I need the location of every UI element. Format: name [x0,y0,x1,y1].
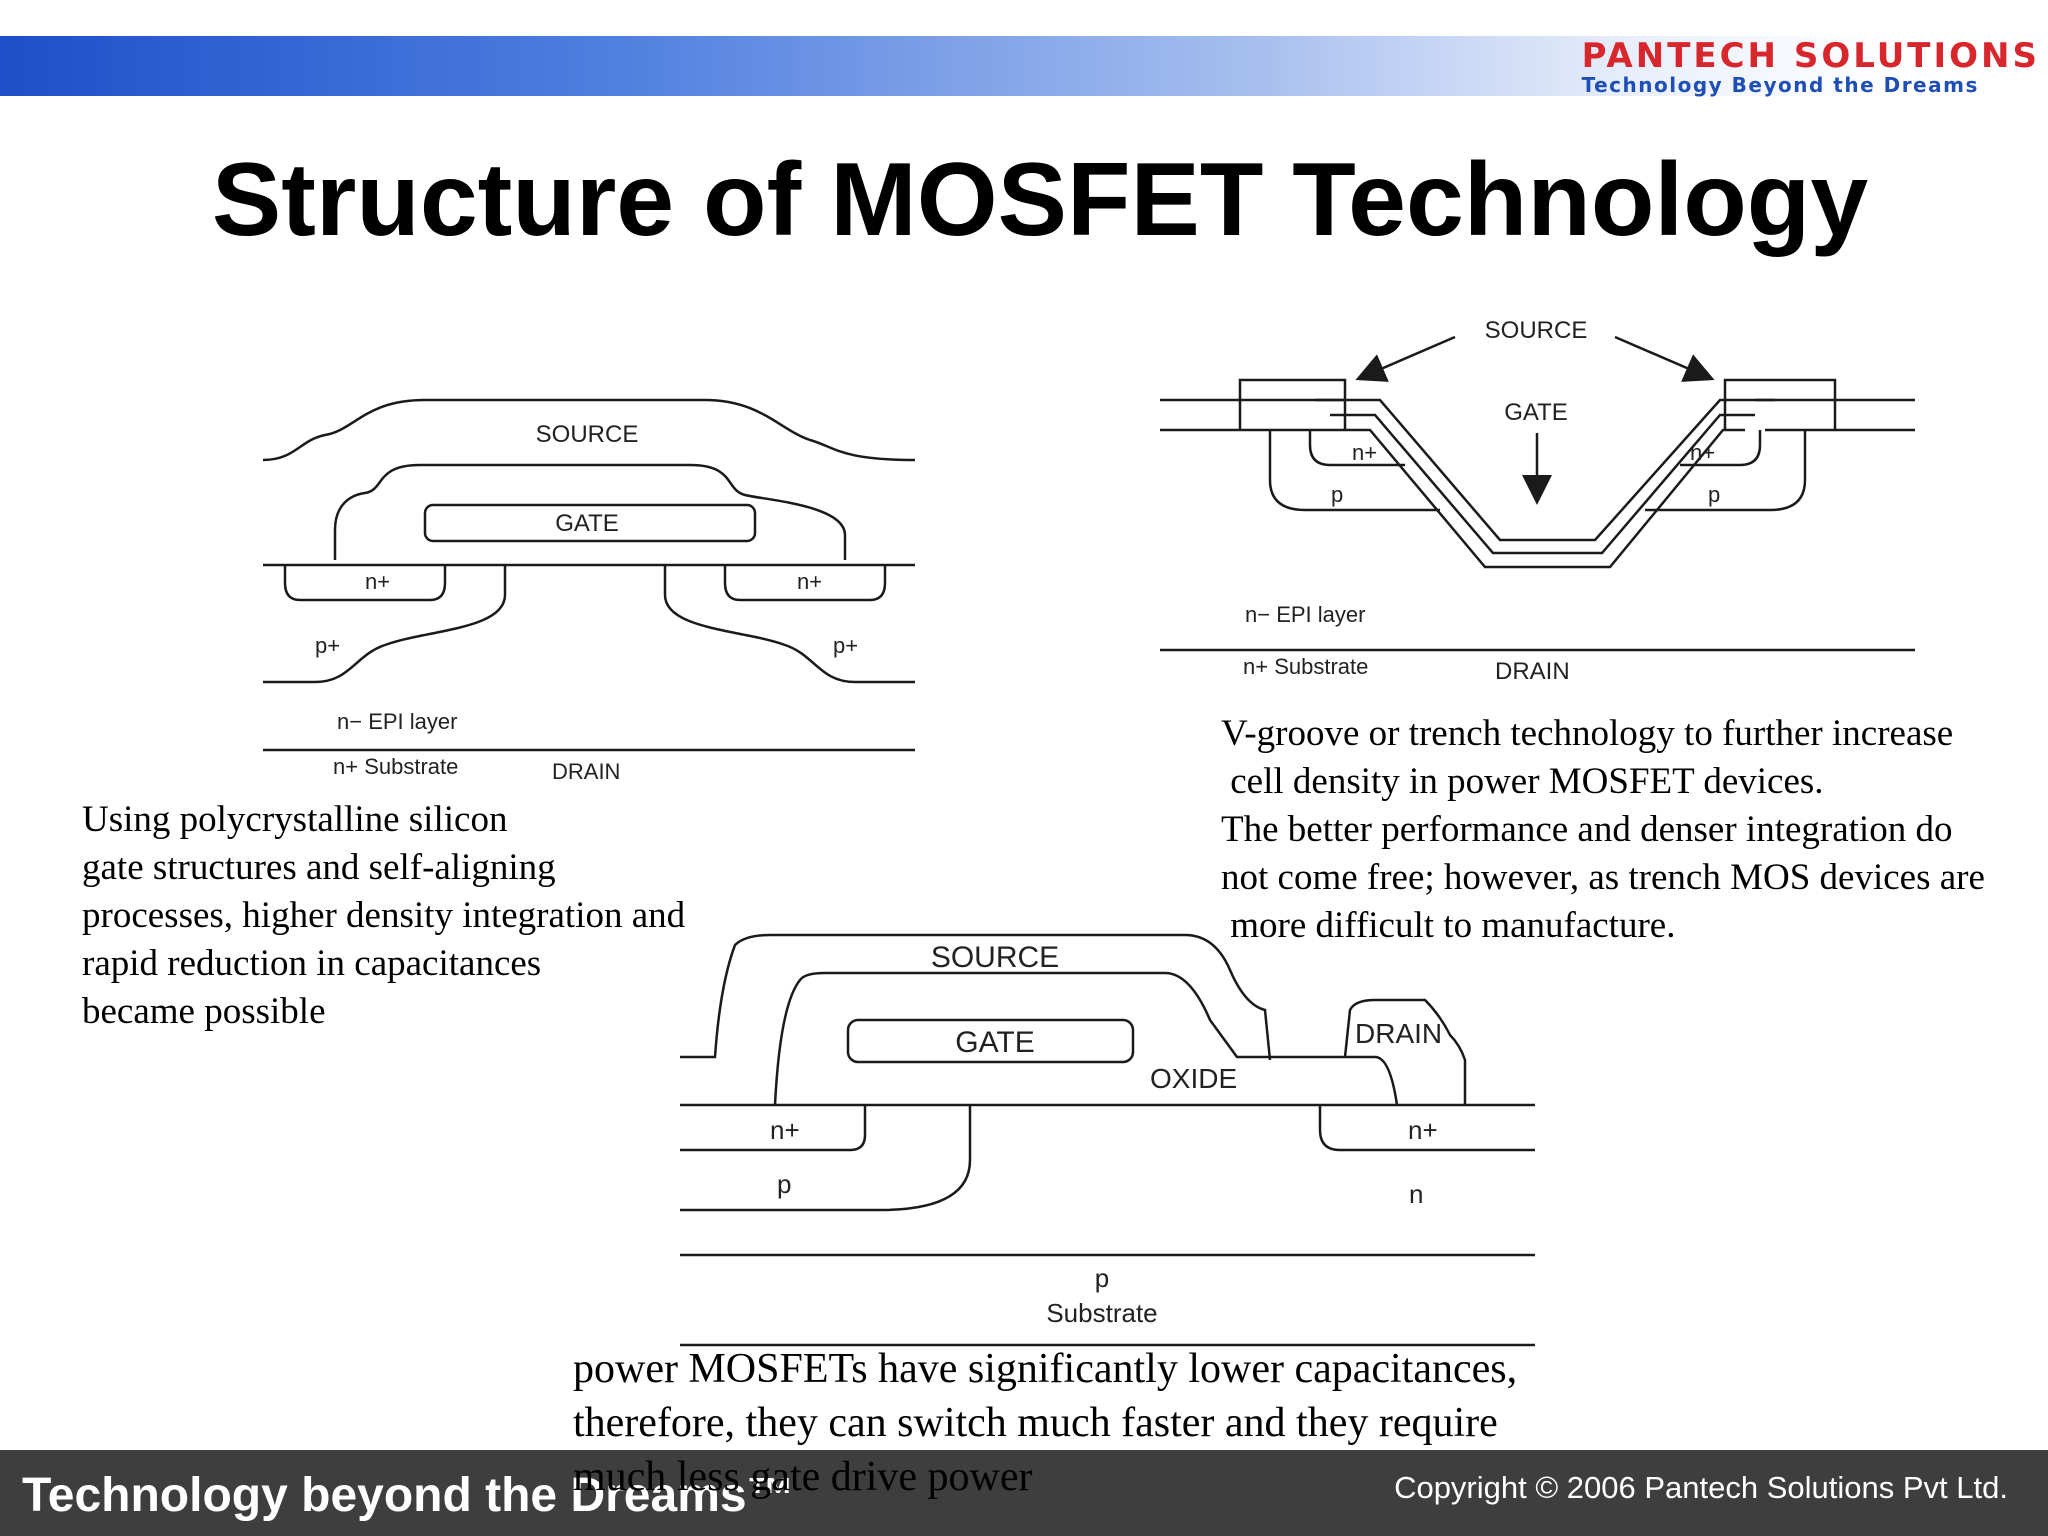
lateral-p-substrate-label: p [1095,1263,1109,1293]
source-metal-outline [680,933,1272,1061]
lateral-p-label: p [777,1169,791,1199]
caption-lateral: power MOSFETs have significantly lower c… [573,1346,1518,1500]
planar-mosfet-diagram: SOURCE GATE n+ n+ p+ p+ n− EPI layer n+ … [262,398,916,784]
source-arrow-right [1614,335,1715,382]
n-plus-right [1680,430,1762,467]
source-contact-left [1238,378,1347,430]
gate-poly [423,503,757,543]
trench-gate-label: GATE [1504,399,1568,426]
pantech-logo: PANTECH SOLUTIONS Technology Beyond the … [1582,38,2040,96]
lateral-n-plus-drain-label: n+ [1408,1115,1438,1145]
lateral-substrate-label: Substrate [1046,1298,1157,1328]
trench-outline-outer [1315,398,1775,542]
planar-p-plus-right-label: p+ [833,633,858,658]
drain-metal-outline [1343,998,1467,1105]
lateral-source-label: SOURCE [931,941,1059,974]
lateral-drain-label: DRAIN [1355,1018,1442,1049]
footer-tagline: Technology beyond the Dreams™ [22,1469,795,1522]
footer-bar: Technology beyond the Dreams™ Copyright … [0,1450,2048,1536]
p-body-right [1645,430,1807,512]
caption-trench: V-groove or trench technology to further… [1221,713,1985,946]
planar-gate-label: GATE [555,510,619,537]
trench-epi-label: n− EPI layer [1245,602,1365,627]
trench-outline-mid [1330,413,1755,555]
n-plus-drain [1318,1105,1535,1152]
trench-mosfet-diagram: SOURCE GATE n+ n+ p p n− EPI layer n+ Su… [1160,317,1915,685]
trench-drain-label: DRAIN [1495,658,1570,685]
lateral-mosfet-diagram: SOURCE GATE OXIDE DRAIN n+ n+ p n p Subs… [680,933,1535,1347]
p-plus-right [663,565,915,684]
logo-brand: PANTECH SOLUTIONS [1581,36,2040,76]
gate-poly [846,1018,1135,1064]
p-body-left [1268,430,1440,512]
n-plus-left [283,565,447,602]
trench-p-left-label: p [1331,482,1343,507]
n-plus-source [680,1105,867,1152]
footer-copyright: Copyright © 2006 Pantech Solutions Pvt L… [1394,1470,2008,1505]
logo-tagline: Technology Beyond the Dreams [1581,73,1979,97]
planar-epi-label: n− EPI layer [337,709,457,734]
trench-p-right-label: p [1708,482,1720,507]
p-body [680,1105,972,1212]
p-plus-left [263,565,507,684]
lateral-n-plus-source-label: n+ [770,1115,800,1145]
n-plus-right [723,565,887,602]
slide-title: Structure of MOSFET Technology [211,142,1869,258]
oxide-outline [773,971,1399,1106]
source-metal-outline [262,398,916,462]
caption-planar: Using polycrystalline silicon gate struc… [82,799,686,1032]
planar-n-plus-left-label: n+ [365,569,390,594]
trench-source-label: SOURCE [1485,317,1588,344]
trench-substrate-label: n+ Substrate [1243,654,1368,679]
trench-n-plus-left-label: n+ [1352,440,1377,465]
planar-drain-label: DRAIN [552,759,620,784]
source-contact-right [1723,378,1837,430]
planar-substrate-label: n+ Substrate [333,754,458,779]
trench-n-plus-right-label: n+ [1690,440,1715,465]
source-arrow-left [1355,335,1456,382]
header-band [0,36,2048,96]
lateral-gate-label: GATE [955,1026,1034,1059]
planar-p-plus-left-label: p+ [315,633,340,658]
gate-oxide-outline [333,463,847,560]
lateral-n-label: n [1409,1179,1423,1209]
planar-n-plus-right-label: n+ [797,569,822,594]
n-plus-left [1308,430,1405,467]
trench-outline-inner [1335,428,1745,569]
lateral-oxide-label: OXIDE [1150,1063,1237,1094]
planar-source-label: SOURCE [536,421,639,448]
